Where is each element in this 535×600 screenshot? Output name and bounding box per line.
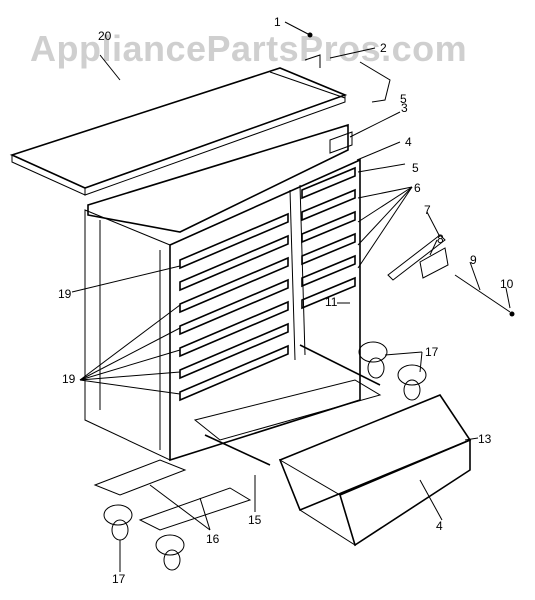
callout-15: 15 (248, 513, 262, 527)
callout-16: 16 (206, 532, 220, 546)
callout-19-lower: 19 (62, 372, 76, 386)
casters-right (358, 341, 427, 401)
callout-2: 2 (380, 41, 387, 55)
handle-parts (304, 32, 391, 103)
right-drawer-fronts (301, 166, 356, 310)
left-drawer-fronts (179, 212, 289, 402)
callout-4: 4 (405, 135, 412, 149)
callout-1: 1 (274, 15, 281, 29)
base-casters-left (93, 459, 252, 571)
callout-17-right: 17 (425, 345, 439, 359)
callout-19-upper: 19 (58, 287, 72, 301)
callout-11: 11 (325, 295, 338, 309)
bottom-drawer (193, 344, 472, 547)
callout-3: 3 (401, 101, 408, 115)
callout-5b: 5 (412, 161, 419, 175)
callout-20: 20 (98, 29, 112, 43)
callout-10: 10 (500, 277, 514, 291)
callout-5: 5 (400, 92, 407, 106)
callout-7: 7 (424, 203, 431, 217)
callout-13: 13 (478, 432, 492, 446)
callout-4-drawer: 4 (436, 519, 443, 533)
callout-8: 8 (437, 232, 444, 246)
callout-6: 6 (414, 181, 421, 195)
cabinet-body (84, 123, 361, 462)
callout-17-left: 17 (112, 572, 126, 586)
leader-lines (71, 21, 511, 572)
slide-hardware (387, 234, 515, 317)
cabinet-lid (9, 54, 348, 196)
callout-9: 9 (470, 253, 477, 267)
